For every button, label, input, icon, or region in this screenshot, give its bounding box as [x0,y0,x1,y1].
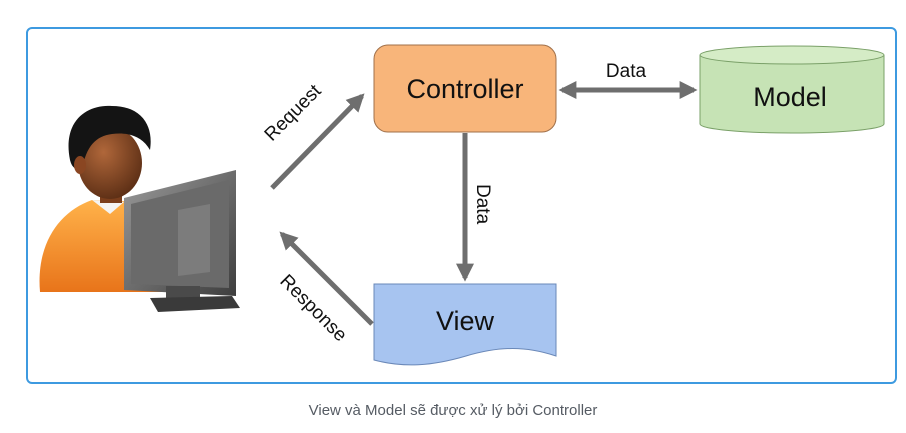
view-node [373,283,557,366]
request-arrow [270,93,365,190]
response-label: Response [275,271,350,346]
request-label: Request [261,80,326,145]
model-node [699,45,885,134]
model-label: Model [753,82,827,112]
computer-monitor-icon [124,170,240,312]
controller-node [373,44,557,133]
controller-label: Controller [406,74,523,104]
controller-model-data-label: Data [606,61,647,82]
controller-view-data-label: Data [472,184,493,225]
view-label: View [436,306,495,336]
response-arrow [279,231,374,326]
figure-caption: View và Model sẽ được xử lý bởi Controll… [308,402,598,419]
